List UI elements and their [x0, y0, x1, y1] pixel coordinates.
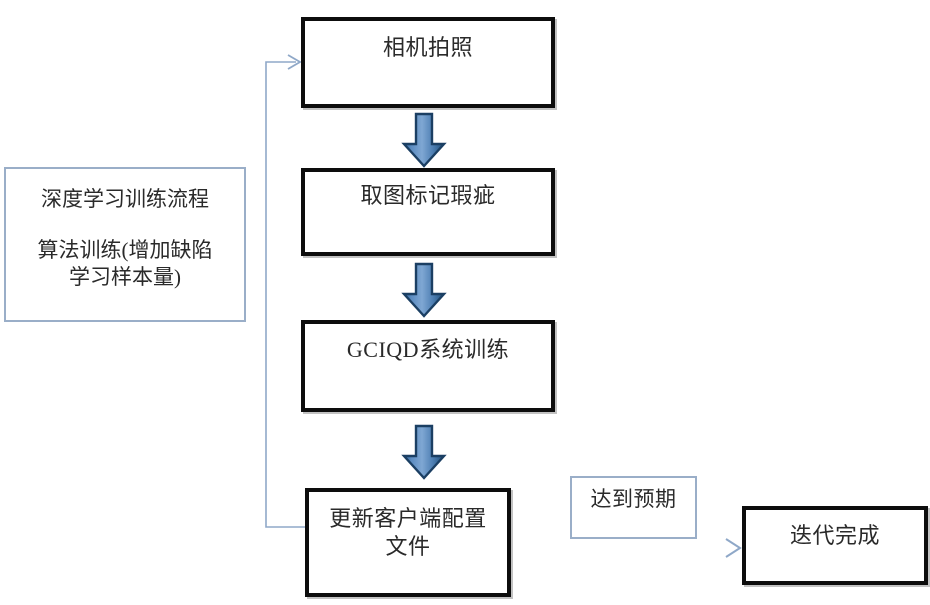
condition-label-expectation-text: 达到预期: [590, 487, 677, 511]
process-node-system-training[interactable]: GCIQD系统训练: [301, 320, 555, 412]
training-process-note: 深度学习训练流程 算法训练(增加缺陷 学习样本量): [4, 167, 246, 322]
process-node-system-training-label: GCIQD系统训练: [346, 337, 510, 362]
process-node-mark-defects[interactable]: 取图标记瑕疵: [301, 168, 555, 256]
process-node-camera[interactable]: 相机拍照: [301, 17, 555, 108]
down-block-arrow-icon-2: [401, 262, 447, 318]
process-node-camera-label: 相机拍照: [382, 35, 473, 60]
down-block-arrow-icon-3: [401, 424, 447, 480]
down-block-arrow-icon-1: [401, 112, 447, 168]
process-node-update-config-label: 更新客户端配置 文件: [329, 506, 487, 560]
condition-label-expectation: 达到预期: [570, 476, 697, 539]
process-node-iteration-complete-label: 迭代完成: [789, 523, 880, 548]
note-body-text: 算法训练(增加缺陷 学习样本量): [37, 238, 213, 290]
process-node-mark-defects-label: 取图标记瑕疵: [360, 183, 496, 208]
process-node-update-config[interactable]: 更新客户端配置 文件: [305, 488, 511, 597]
right-arrow-icon: [511, 538, 742, 558]
feedback-loop-arrow-icon: [265, 54, 305, 528]
note-title-text: 深度学习训练流程: [41, 187, 209, 211]
process-node-iteration-complete[interactable]: 迭代完成: [742, 506, 928, 585]
